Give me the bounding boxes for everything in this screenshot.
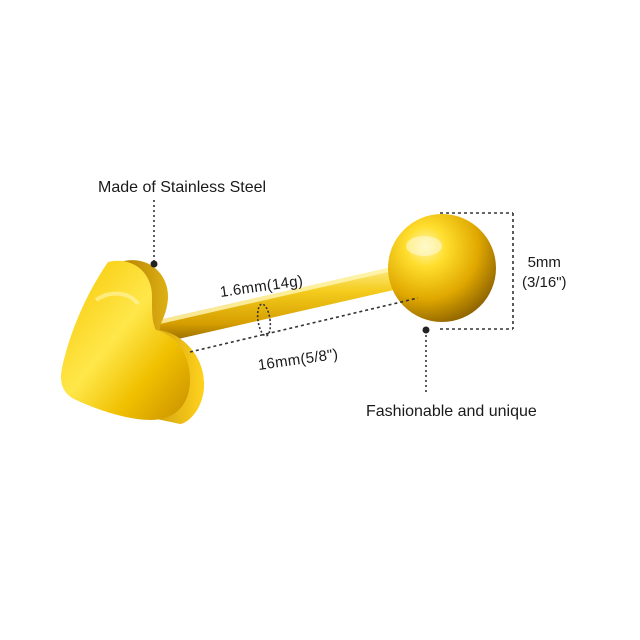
barbell-shaft: [150, 262, 420, 344]
style-leader-dot: [422, 326, 430, 334]
ball-size-in: (3/16"): [522, 274, 567, 291]
gauge-marker: [256, 303, 272, 337]
material-leader-dot: [150, 260, 158, 268]
material-label: Made of Stainless Steel: [98, 179, 267, 196]
measurement-guides: [153, 200, 514, 392]
ball-size-mm: 5mm: [527, 254, 561, 271]
heart-end-icon: [61, 260, 205, 424]
ball-end-icon: [388, 214, 496, 322]
style-label: Fashionable and unique: [366, 403, 537, 420]
ball-size-label: 5mm (3/16"): [522, 253, 567, 293]
